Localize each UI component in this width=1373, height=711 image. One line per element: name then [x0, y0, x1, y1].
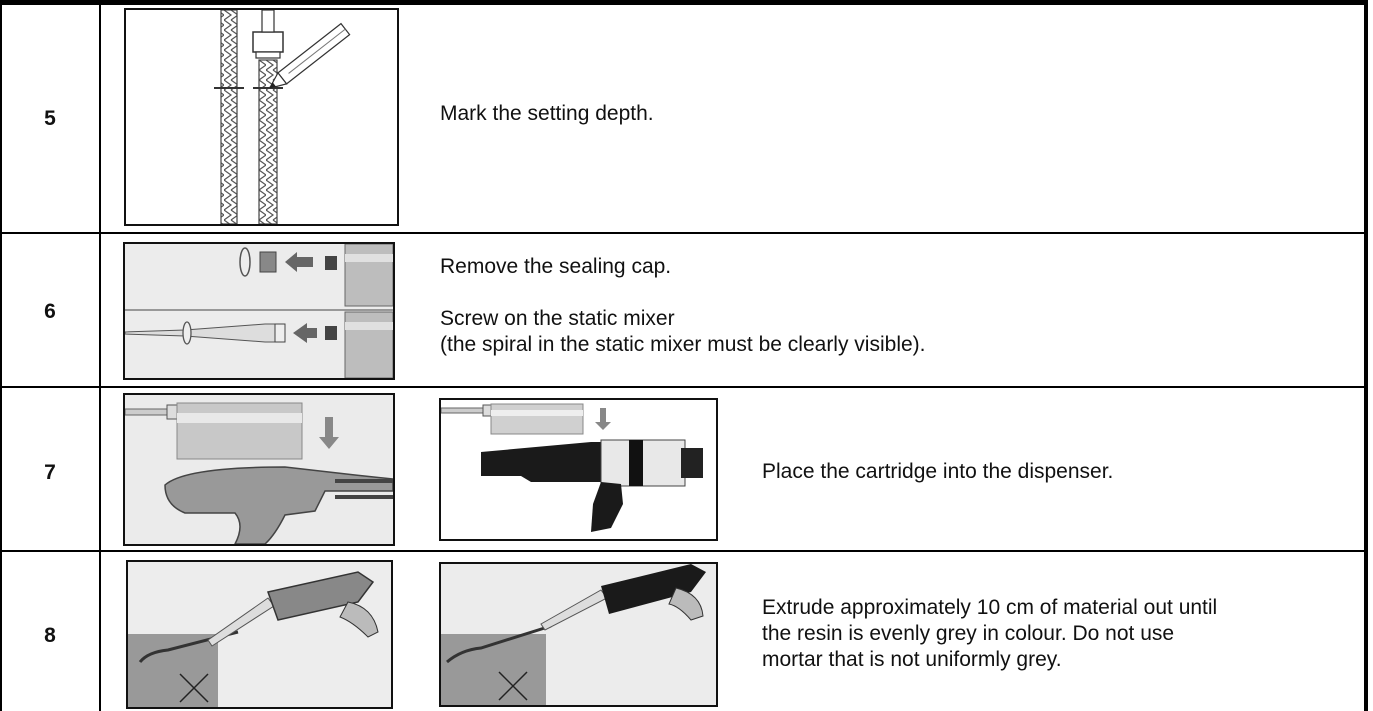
step-number: 8	[44, 624, 56, 647]
column-divider	[99, 0, 101, 711]
step-number: 5	[44, 107, 56, 130]
row-divider	[0, 232, 1368, 234]
step-7-instruction: Place the cartridge into the dispenser.	[762, 460, 1114, 483]
step-6-instruction-2: Screw on the static mixer	[440, 307, 675, 330]
step-number: 6	[44, 300, 56, 323]
table-left-border	[0, 0, 2, 711]
row-divider	[0, 550, 1368, 552]
step-number: 7	[44, 461, 56, 484]
cartridge-insert-illustration-1	[123, 393, 395, 546]
step-8-instruction-1: Extrude approximately 10 cm of material …	[762, 596, 1218, 619]
table-right-border	[1364, 0, 1368, 711]
step-6-instruction-3: (the spiral in the static mixer must be …	[440, 333, 926, 356]
setting-depth-illustration	[124, 8, 399, 226]
table-top-border	[0, 0, 1368, 5]
extrude-illustration-2	[439, 562, 718, 707]
row-divider	[0, 386, 1368, 388]
cartridge-insert-illustration-2	[439, 398, 718, 541]
step-6-instruction-1: Remove the sealing cap.	[440, 255, 672, 278]
step-8-instruction-2: the resin is evenly grey in colour. Do n…	[762, 622, 1175, 645]
extrude-illustration-1	[126, 560, 393, 709]
step-8-instruction-3: mortar that is not uniformly grey.	[762, 648, 1062, 671]
step-5-instruction: Mark the setting depth.	[440, 102, 654, 125]
mixer-attach-illustration	[123, 242, 395, 380]
